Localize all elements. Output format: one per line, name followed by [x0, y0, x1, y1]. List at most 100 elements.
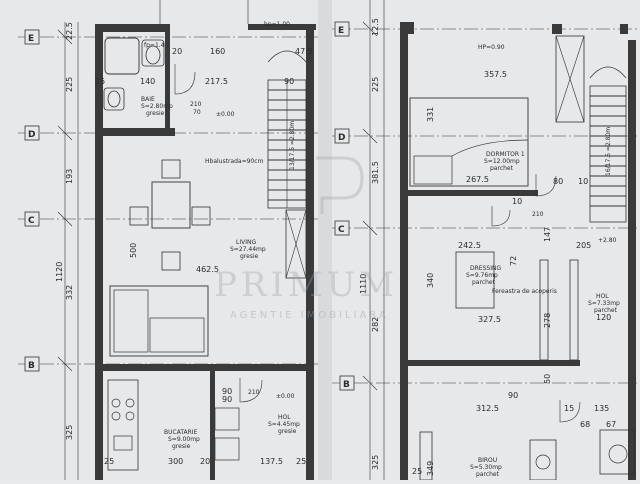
- dim-gf-b-20: 20: [200, 457, 210, 466]
- hol-gf-name: HOL: [278, 414, 291, 421]
- birou-area: S=5.30mp: [470, 464, 502, 471]
- dim-gf-b-90: 90: [222, 387, 232, 396]
- birou-floor: parchet: [476, 471, 500, 478]
- grid-label-d: D: [28, 130, 35, 140]
- dim-uf-50: 50: [543, 374, 552, 384]
- dim-gf-140: 140: [140, 77, 155, 86]
- hol-uf-area: S=7.33mp: [588, 300, 620, 307]
- dim-uf-72: 72: [509, 256, 518, 266]
- bathtub: [104, 37, 140, 75]
- birou-name: BIROU: [478, 457, 497, 464]
- dressing-unit: [455, 251, 495, 309]
- dim-gf-20: 20: [172, 47, 182, 56]
- bed: [409, 97, 529, 187]
- dim-uf-205: 205: [576, 241, 591, 250]
- baie-floor: gresie: [146, 110, 165, 117]
- sink: [141, 39, 165, 67]
- bucatarie-area: S=9.00mp: [168, 436, 200, 443]
- stair-label-gf: 13/17.5 =2.80m: [289, 121, 296, 170]
- dormitor-name: DORMITOR 1: [486, 151, 525, 158]
- bucatarie-name: BUCATARIE: [164, 429, 198, 436]
- bucatarie-floor: gresie: [172, 443, 191, 450]
- ground-grid-markers: E D C B: [24, 29, 40, 372]
- watermark-brand: PRIMUM: [214, 265, 398, 305]
- dressing-area: S=9.76mp: [466, 272, 498, 279]
- dim-living-height: 500: [129, 243, 138, 258]
- hp-label: HP=0.90: [478, 44, 505, 51]
- dim-living-width: 462.5: [196, 265, 219, 274]
- dim-uf-67: 67: [606, 420, 616, 429]
- dim-uf-1110: 1110: [359, 274, 368, 294]
- dim-uf-15: 15: [564, 404, 574, 413]
- grid-label-c-upper: C: [338, 225, 345, 235]
- dim-gf-b-25b: 25: [296, 457, 306, 466]
- kitchen-counter: [107, 379, 139, 471]
- hol-gf-floor: gresie: [278, 428, 297, 435]
- page-gutter: [318, 0, 332, 480]
- dim-gf-b-90b: 90: [222, 395, 232, 404]
- dim-uf-25: 25: [412, 467, 422, 476]
- dim-uf-135: 135: [594, 404, 609, 413]
- hol-gf-area: S=4.45mp: [268, 421, 300, 428]
- dim-uf-68: 68: [580, 420, 590, 429]
- grid-label-b: B: [28, 361, 35, 371]
- dormitor-area: S=12.00mp: [484, 158, 520, 165]
- dim-gf-217-5: 217.5: [205, 77, 228, 86]
- dim-uf-210: 210: [532, 211, 544, 218]
- dim-gf-hp: hp=1.00: [264, 21, 290, 28]
- grid-label-c: C: [28, 216, 35, 226]
- dim-uf-80: 80: [553, 177, 563, 186]
- dim-uf-340: 340: [426, 273, 435, 288]
- dim-gf-90: 90: [284, 77, 294, 86]
- level-gf-top: ±0.00: [216, 111, 235, 118]
- west-wall: [95, 24, 103, 480]
- dining-table: [151, 181, 191, 229]
- upper-dimensions: 12.5 225 381.5 1110 282 325 HP=0.90 357.…: [359, 18, 617, 476]
- dim-uf-10b: 10: [578, 177, 588, 186]
- dim-uf-381-5: 381.5: [371, 161, 380, 184]
- upper-grid-markers: E D C B: [334, 21, 355, 391]
- baie-name: BAIE: [141, 96, 155, 103]
- dim-gf-332: 332: [65, 285, 74, 300]
- dim-uf-327-5: 327.5: [478, 315, 501, 324]
- dim-gf-193: 193: [65, 169, 74, 184]
- dim-dormitor-depth: 331: [426, 107, 435, 122]
- fp-label: fp=1.4: [144, 42, 165, 49]
- dim-gf-b-300: 300: [168, 457, 183, 466]
- dim-uf-147: 147: [543, 227, 552, 242]
- baie-area: S=2.80mp: [141, 103, 173, 110]
- dim-uf-325: 325: [371, 455, 380, 470]
- dim-uf-282: 282: [371, 317, 380, 332]
- dim-uf-349: 349: [426, 461, 435, 476]
- dim-gf-325: 325: [65, 425, 74, 440]
- dim-gf-210: 210: [190, 101, 202, 108]
- dim-uf-242-5: 242.5: [458, 241, 481, 250]
- dim-gf-b-137-5: 137.5: [260, 457, 283, 466]
- dim-uf-312-5: 312.5: [476, 404, 499, 413]
- level-uf: +2.80: [598, 237, 617, 244]
- dim-gf-1120: 1120: [55, 262, 64, 282]
- dim-gf-b-210: 210: [248, 389, 260, 396]
- upper-room-labels: DORMITOR 1 S=12.00mp parchet DRESSING S=…: [466, 151, 620, 478]
- dim-gf-160: 160: [210, 47, 225, 56]
- upper-floor-plan: [332, 0, 640, 481]
- ground-floor-plan: [18, 0, 318, 480]
- dressing-name: DRESSING: [470, 265, 501, 272]
- dim-gf-47-5: 47.5: [295, 47, 313, 56]
- dim-uf-90: 90: [508, 391, 518, 400]
- toilet: [103, 87, 125, 111]
- grid-label-b-upper: B: [343, 380, 350, 390]
- dim-uf-10a: 10: [512, 197, 522, 206]
- hol-uf-floor: parchet: [594, 307, 618, 314]
- east-wall: [306, 24, 314, 480]
- ground-dimensions: 22.5 225 193 1120 332 325 160 20 hp=1.00…: [55, 21, 313, 466]
- dim-gf-70: 70: [193, 109, 201, 116]
- living-floor: gresie: [240, 253, 259, 260]
- ground-room-labels: BAIE S=2.80mp gresie Hbalustrada=90cm LI…: [141, 96, 300, 450]
- dormitor-floor: parchet: [490, 165, 514, 172]
- living-name: LIVING: [236, 239, 256, 246]
- agency-watermark: PRIMUM AGENTIE IMOBILIARA: [214, 156, 398, 321]
- dim-uf-12-5: 12.5: [371, 18, 380, 36]
